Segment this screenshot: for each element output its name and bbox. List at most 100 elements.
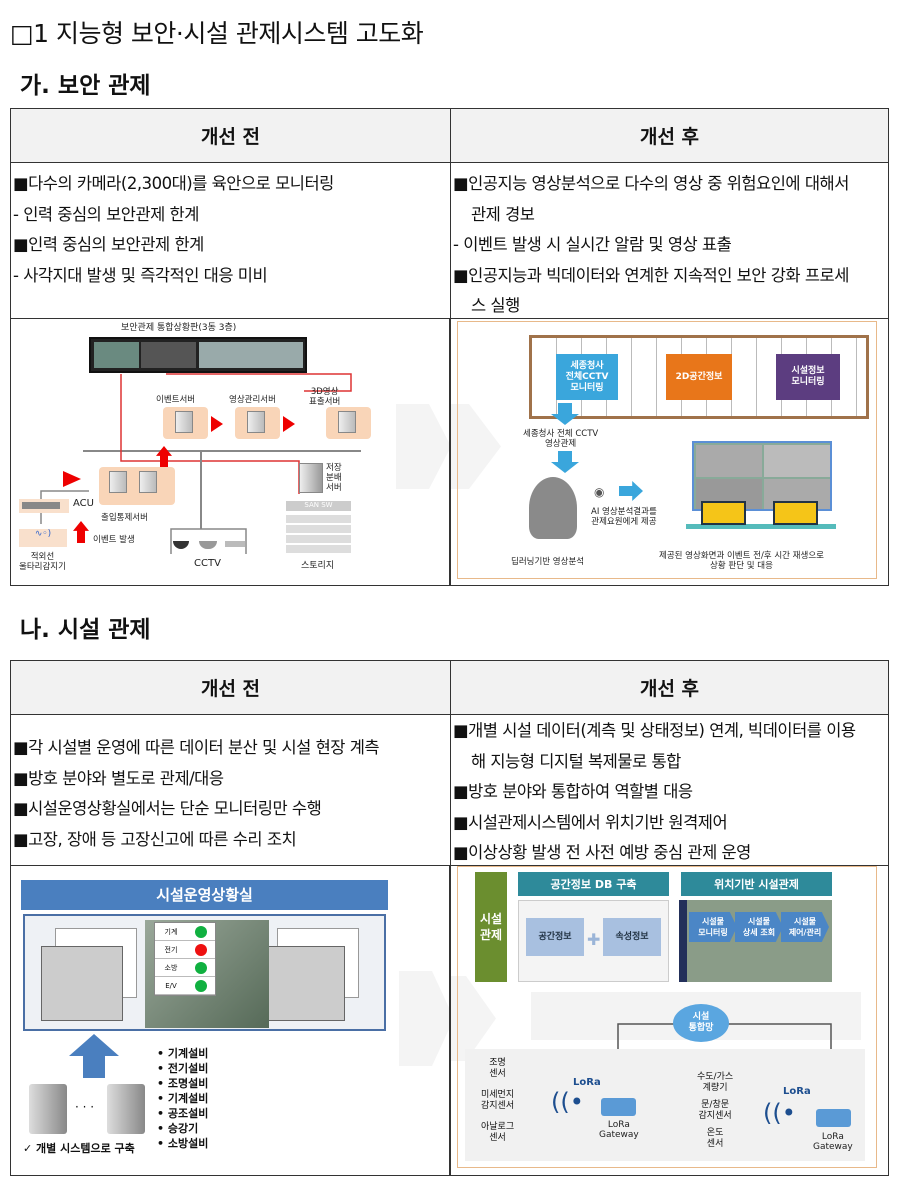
response-label: 제공된 영상화면과 이벤트 전/후 시간 재생으로 상황 판단 및 대응 — [659, 551, 824, 571]
screen-label: 보안관제 통합상황판(3동 3층) — [121, 323, 237, 333]
gateway-label: LoRa Gateway — [599, 1120, 639, 1140]
up-arrow-icon — [69, 1034, 119, 1078]
display-server-label: 3D영상 표출서버 — [309, 387, 341, 407]
storage-server-label: 저장 분배 서버 — [326, 463, 342, 493]
ai-result-label: AI 영상분석결과를 관제요원에게 제공 — [591, 507, 657, 527]
status-name: 전기 — [164, 945, 178, 954]
bullet-line: ■인공지능과 빅데이터와 연계한 지속적인 보안 강화 프로세 — [453, 265, 849, 285]
status-name: 소방 — [164, 963, 178, 972]
security-after-diagram: 세종청사 전체CCTV 모니터링 2D공간정보 시설정보 모니터링 세종청사 전… — [450, 318, 889, 586]
bullet-line: ■방호 분야와 통합하여 역할별 대응 — [453, 782, 693, 801]
bullet-line: ■이상상황 발생 전 사전 예방 중심 관제 운영 — [453, 843, 751, 862]
before-header: 개선 전 — [10, 108, 451, 163]
bullet-line: 관제 경보 — [471, 204, 535, 224]
eye-icon: ◉ — [594, 485, 605, 499]
facility-monitoring-box: 시설정보 모니터링 — [776, 354, 840, 400]
status-row: 전기 — [155, 941, 215, 959]
cctv-label: CCTV — [194, 558, 221, 569]
bullet-line: - 인력 중심의 보안관제 한계 — [13, 204, 199, 224]
bullet-line: ■시설운영상황실에서는 단순 모니터링만 수행 — [13, 799, 322, 818]
bullet-line: ■다수의 카메라(2,300대)를 육안으로 모니터링 — [13, 174, 334, 193]
control-step: 시설물 제어/관리 — [781, 912, 829, 942]
system-item: • 기계설비 — [157, 1092, 209, 1105]
section-heading-facility: 나. 시설 관제 — [20, 617, 151, 643]
control-step: 시설물 모니터링 — [689, 912, 737, 942]
page-title: □1 지능형 보안·시설 관제시스템 고도화 — [10, 19, 424, 48]
individual-note: ✓ 개별 시스템으로 구축 — [23, 1142, 135, 1155]
status-row: 기계 — [155, 923, 215, 941]
system-item: • 소방설비 — [157, 1137, 209, 1150]
bullet-line: ■고장, 장애 등 고장신고에 따른 수리 조치 — [13, 829, 297, 849]
wireless-icon: ((• — [551, 1088, 584, 1116]
sensor-label: 수도/가스 계량기 — [697, 1072, 734, 1093]
after-header: 개선 후 — [450, 108, 889, 163]
bullet-line: - 이벤트 발생 시 실시간 알람 및 영상 표출 — [453, 235, 732, 254]
status-light-icon — [195, 979, 207, 992]
bullet-line: ■인력 중심의 보안관제 한계 — [13, 235, 204, 254]
system-item: • 승강기 — [157, 1122, 199, 1135]
section-heading-security: 가. 보안 관제 — [20, 73, 151, 99]
event-server-label: 이벤트서버 — [156, 395, 196, 405]
location-control-title: 위치기반 시설관제 — [681, 872, 832, 896]
bullet-line: ■인공지능 영상분석으로 다수의 영상 중 위험요인에 대해서 — [453, 174, 849, 193]
cctv-monitoring-box: 세종청사 전체CCTV 모니터링 — [556, 354, 618, 400]
san-switch: SAN SW — [286, 501, 351, 511]
system-item: • 조명설비 — [157, 1077, 209, 1090]
spatial-info-box: 공간정보 — [526, 918, 584, 956]
server-icon — [29, 1084, 67, 1134]
before-cell: ■각 시설별 운영에 따른 데이터 분산 및 시설 현장 계측 ■방호 분야와 별… — [10, 714, 451, 872]
storage-icon — [286, 515, 351, 553]
network-lines — [40, 373, 361, 554]
lora-label: LoRa — [573, 1077, 601, 1088]
sensor-label: 조명 센서 — [489, 1058, 506, 1079]
operator-screens — [692, 441, 832, 511]
control-step: 시설물 상세 조회 — [735, 912, 783, 942]
status-light-icon — [195, 961, 207, 974]
sensor-icon: ∿◦) — [19, 529, 67, 547]
status-name: E/V — [165, 981, 177, 990]
before-cell: ■다수의 카메라(2,300대)를 육안으로 모니터링 - 인력 중심의 보안관제… — [10, 162, 451, 325]
sensor-label: 적외선 울타리감지기 — [19, 552, 66, 572]
access-server-label: 출입통제서버 — [101, 513, 148, 523]
wireless-icon: ((• — [763, 1099, 796, 1127]
status-row: 소방 — [155, 959, 215, 977]
bullet-line: 해 지능형 디지털 복제물로 통합 — [471, 751, 681, 771]
status-row: E/V — [155, 977, 215, 995]
bullet-line: ■개별 시설 데이터(계측 및 상태정보) 연계, 빅데이터를 이용 — [453, 721, 856, 740]
server-icon — [107, 1084, 145, 1134]
spatial-info-box: 2D공간정보 — [666, 354, 732, 400]
bullet-line: ■방호 분야와 별도로 관제/대응 — [13, 768, 224, 788]
system-item: • 공조설비 — [157, 1107, 209, 1120]
gateway-icon — [601, 1098, 636, 1116]
bullet-line: 스 실행 — [471, 296, 520, 315]
sensor-label: 온도 센서 — [706, 1128, 724, 1149]
video-server-label: 영상관리서버 — [229, 395, 276, 405]
sensor-label: 미세먼지 감지센서 — [481, 1090, 515, 1111]
ai-head-icon — [529, 477, 577, 539]
system-item: • 전기설비 — [157, 1062, 209, 1075]
acu-label: ACU — [73, 498, 94, 509]
video-wall — [89, 337, 307, 373]
bullet-line: - 사각지대 발생 및 즉각적인 대응 미비 — [13, 265, 268, 285]
event-label: 이벤트 발생 — [93, 535, 135, 545]
systems-list: • 기계설비• 전기설비• 조명설비• 기계설비• 공조설비• 승강기• 소방설… — [157, 1046, 208, 1151]
gateway-icon — [816, 1109, 851, 1127]
facility-after-diagram: 시설 관제 공간정보 DB 구축 공간정보 ✚ 속성정보 위치기반 시설관제 시… — [450, 865, 889, 1176]
gateway-label: LoRa Gateway — [813, 1132, 853, 1152]
sensor-label: 아날로그 센서 — [481, 1122, 515, 1143]
lora-label: LoRa — [783, 1086, 811, 1097]
cctv-control-label: 세종청사 전체 CCTV 영상관제 — [523, 429, 599, 449]
sensor-label: 문/창문 감지센서 — [698, 1100, 732, 1121]
bullet-line: ■각 시설별 운영에 따른 데이터 분산 및 시설 현장 계측 — [13, 738, 380, 757]
cctv-cameras — [173, 541, 245, 551]
facility-control-label: 시설 관제 — [475, 872, 507, 982]
deep-learning-label: 딥러닝기반 영상분석 — [511, 557, 585, 567]
